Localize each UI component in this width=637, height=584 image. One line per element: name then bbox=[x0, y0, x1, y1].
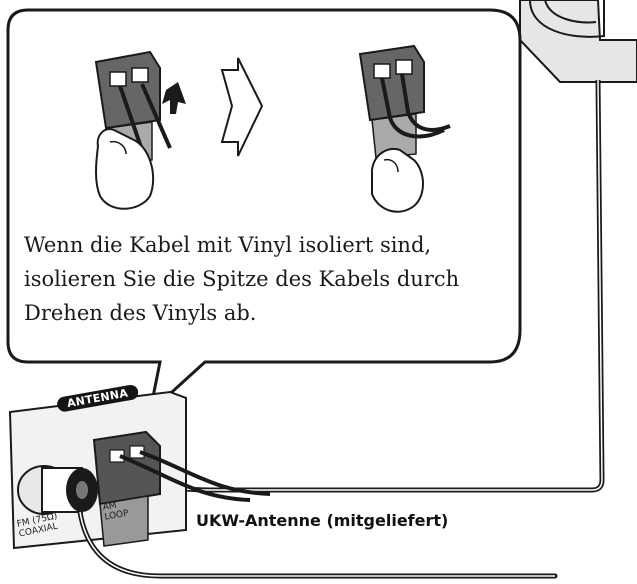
caption-line-3: Drehen des Vinyls ab. bbox=[24, 301, 257, 325]
caption-line-2: isolieren Sie die Spitze des Kabels durc… bbox=[24, 267, 460, 291]
wire-inserted-illustration bbox=[358, 44, 451, 213]
insert-wire-illustration bbox=[94, 50, 186, 210]
antenna-panel bbox=[8, 390, 187, 550]
instruction-caption: Wenn die Kabel mit Vinyl isoliert sind, … bbox=[24, 228, 494, 330]
am-loop-antenna bbox=[519, 0, 637, 83]
step-arrow bbox=[220, 57, 264, 157]
fm-antenna-label: UKW-Antenne (mitgeliefert) bbox=[196, 511, 449, 530]
callout-bubble bbox=[6, 8, 522, 417]
am-wire-2 bbox=[139, 450, 271, 496]
am-terminal-label: AM LOOP bbox=[102, 499, 129, 523]
am-wire-1 bbox=[119, 454, 251, 502]
caption-line-1: Wenn die Kabel mit Vinyl isoliert sind, bbox=[24, 233, 432, 257]
